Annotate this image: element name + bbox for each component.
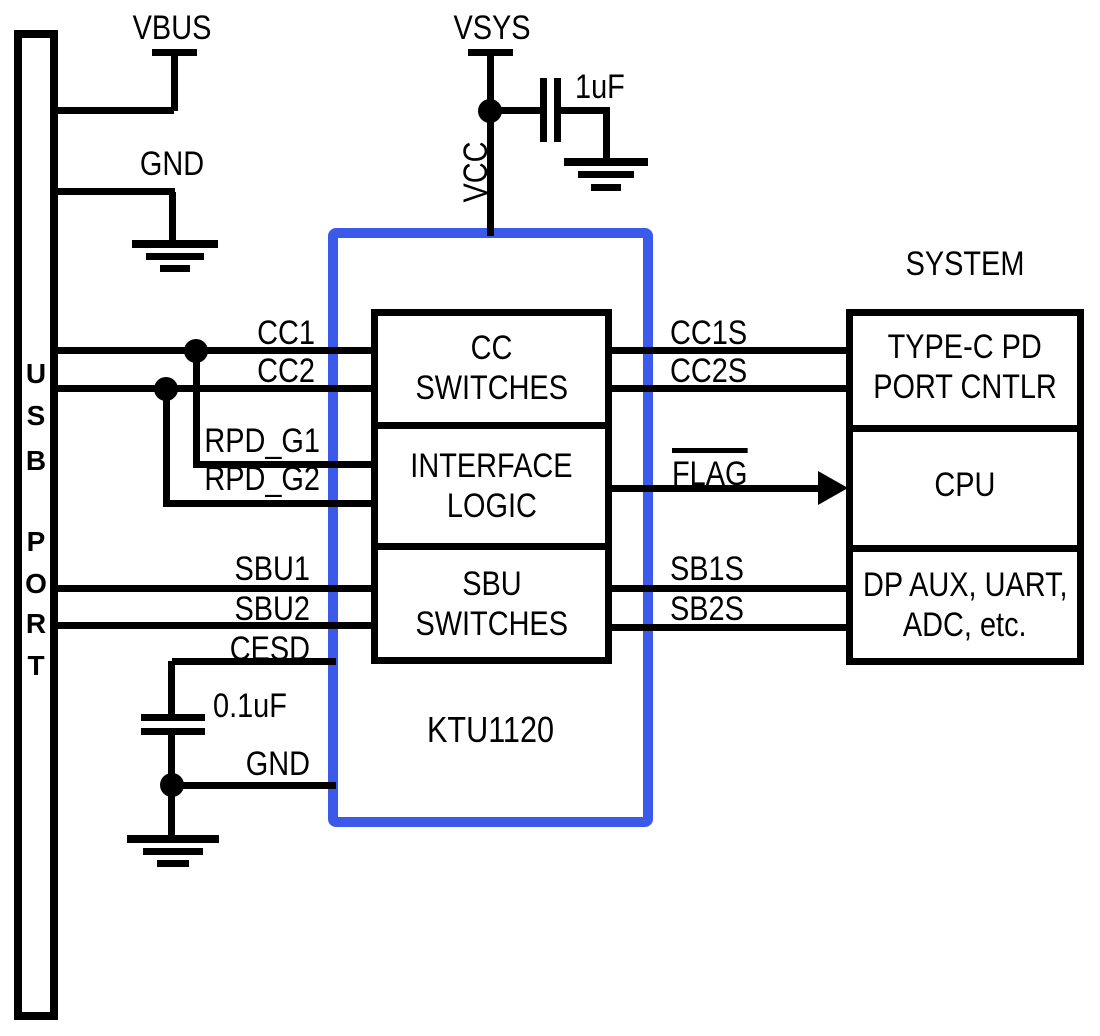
system-box-divider <box>853 425 1077 432</box>
block-label-line: TYPE-C PD <box>887 328 1043 366</box>
chip-box-divider <box>378 543 605 550</box>
block-label-line: CPU <box>934 466 996 504</box>
sb1s-label: SB1S <box>670 550 744 588</box>
block-label-line: INTERFACE <box>410 447 573 485</box>
usb-port-letter: S <box>26 400 46 431</box>
ground-symbol-bottom <box>127 835 219 843</box>
top-gnd-wire-horizontal <box>58 188 175 195</box>
type-c-pd-port-cntlr-block: TYPE-C PD PORT CNTLR <box>853 316 1077 418</box>
usb-port-letter: B <box>25 445 47 476</box>
block-label-line: SBU <box>461 565 522 603</box>
usb-port-letter: P <box>26 526 46 557</box>
vsys-junction-dot <box>478 99 502 123</box>
esd-cap-plate <box>141 714 205 721</box>
interface-logic-block: INTERFACE LOGIC <box>378 431 605 541</box>
cc1s-label: CC1S <box>670 314 748 352</box>
cc-switches-block: CC SWITCHES <box>378 316 605 420</box>
block-label-line: SWITCHES <box>415 369 568 407</box>
vcc-wire-vertical <box>487 52 494 236</box>
usb-port-connector <box>14 30 58 1020</box>
cc2s-wire <box>612 385 847 392</box>
sbu1-wire <box>58 585 371 592</box>
cc2-junction-dot <box>154 377 178 401</box>
usb-port-letter: R <box>25 608 47 639</box>
top-gnd-wire-vertical <box>169 192 176 244</box>
block-label-line: ADC, etc. <box>903 606 1027 644</box>
ground-symbol-vsys <box>578 171 634 178</box>
block-label-line: DP AUX, UART, <box>862 566 1068 604</box>
sbu2-label: SBU2 <box>234 590 310 628</box>
ground-symbol-vsys <box>591 184 621 191</box>
rpd-g1-label: RPD_G1 <box>204 422 320 460</box>
vsys-label: VSYS <box>453 9 531 47</box>
block-label-line: CC <box>470 329 513 367</box>
cesd-wire-vertical <box>168 661 175 716</box>
chip-box-divider <box>378 422 605 429</box>
rpd-g2-wire <box>163 500 371 507</box>
sb1s-wire <box>612 585 847 592</box>
bypass-cap-wire-left <box>490 107 542 114</box>
chip-part-number: KTU1120 <box>426 709 554 750</box>
cc1-wire <box>58 347 371 354</box>
system-boxes <box>846 309 1084 665</box>
cc2-label: CC2 <box>257 352 315 390</box>
bypass-cap-value: 1uF <box>575 68 625 106</box>
rpd-g2-wire-vertical <box>163 388 170 503</box>
rpd-g1-wire-vertical <box>193 350 200 465</box>
sb2s-label: SB2S <box>670 590 744 628</box>
vbus-wire-vertical <box>171 52 178 111</box>
cesd-wire <box>172 658 336 665</box>
bypass-cap-wire-right <box>561 107 610 114</box>
cpu-block: CPU <box>853 432 1077 538</box>
bottom-gnd-label: GND <box>245 745 310 783</box>
sbu-switches-block: SBU SWITCHES <box>378 551 605 657</box>
bypass-cap-wire-down <box>603 110 610 162</box>
chip-function-boxes <box>371 309 612 664</box>
ground-symbol-vsys <box>564 158 648 166</box>
dp-aux-uart-adc-block: DP AUX, UART, ADC, etc. <box>853 552 1077 658</box>
usb-port-letter: O <box>25 568 47 599</box>
top-gnd-label: GND <box>139 145 205 183</box>
ground-symbol-bottom <box>157 860 189 867</box>
sb2s-wire <box>612 624 847 631</box>
vbus-wire-horizontal <box>58 107 174 114</box>
bypass-cap-plate <box>540 78 547 142</box>
usb-port-letter: U <box>25 358 47 389</box>
sbu1-label: SBU1 <box>234 550 310 588</box>
flag-wire <box>612 485 820 492</box>
ground-symbol-top <box>132 240 218 248</box>
usb-port-letter: T <box>27 650 45 681</box>
block-label-line: LOGIC <box>446 487 537 525</box>
cc2s-label: CC2S <box>670 352 748 390</box>
ground-symbol-top <box>160 265 190 272</box>
block-label-line: PORT CNTLR <box>873 368 1057 406</box>
ground-symbol-bottom <box>143 848 203 855</box>
cc1-label: CC1 <box>257 314 315 352</box>
gnd-junction-dot <box>160 773 184 797</box>
sbu2-wire <box>58 622 371 629</box>
esd-cap-plate <box>141 728 205 735</box>
cc2-wire <box>58 385 371 392</box>
system-box-divider <box>853 545 1077 552</box>
cesd-label: CESD <box>229 630 310 668</box>
cc1-junction-dot <box>184 339 208 363</box>
rpd-g2-label: RPD_G2 <box>204 460 320 498</box>
esd-cap-value: 0.1uF <box>213 687 287 725</box>
flag-label-active-low: FLAG <box>672 448 748 491</box>
bypass-cap-plate <box>554 78 561 142</box>
vbus-label: VBUS <box>132 9 212 47</box>
block-label-line: SWITCHES <box>415 605 568 643</box>
system-title: SYSTEM <box>905 245 1025 283</box>
rpd-g1-wire <box>193 461 371 468</box>
cc1s-wire <box>612 347 847 354</box>
ground-symbol-top <box>146 253 204 260</box>
bottom-gnd-wire <box>172 782 336 789</box>
vcc-pin-label: VCC <box>457 141 495 203</box>
flag-arrowhead <box>818 471 848 505</box>
